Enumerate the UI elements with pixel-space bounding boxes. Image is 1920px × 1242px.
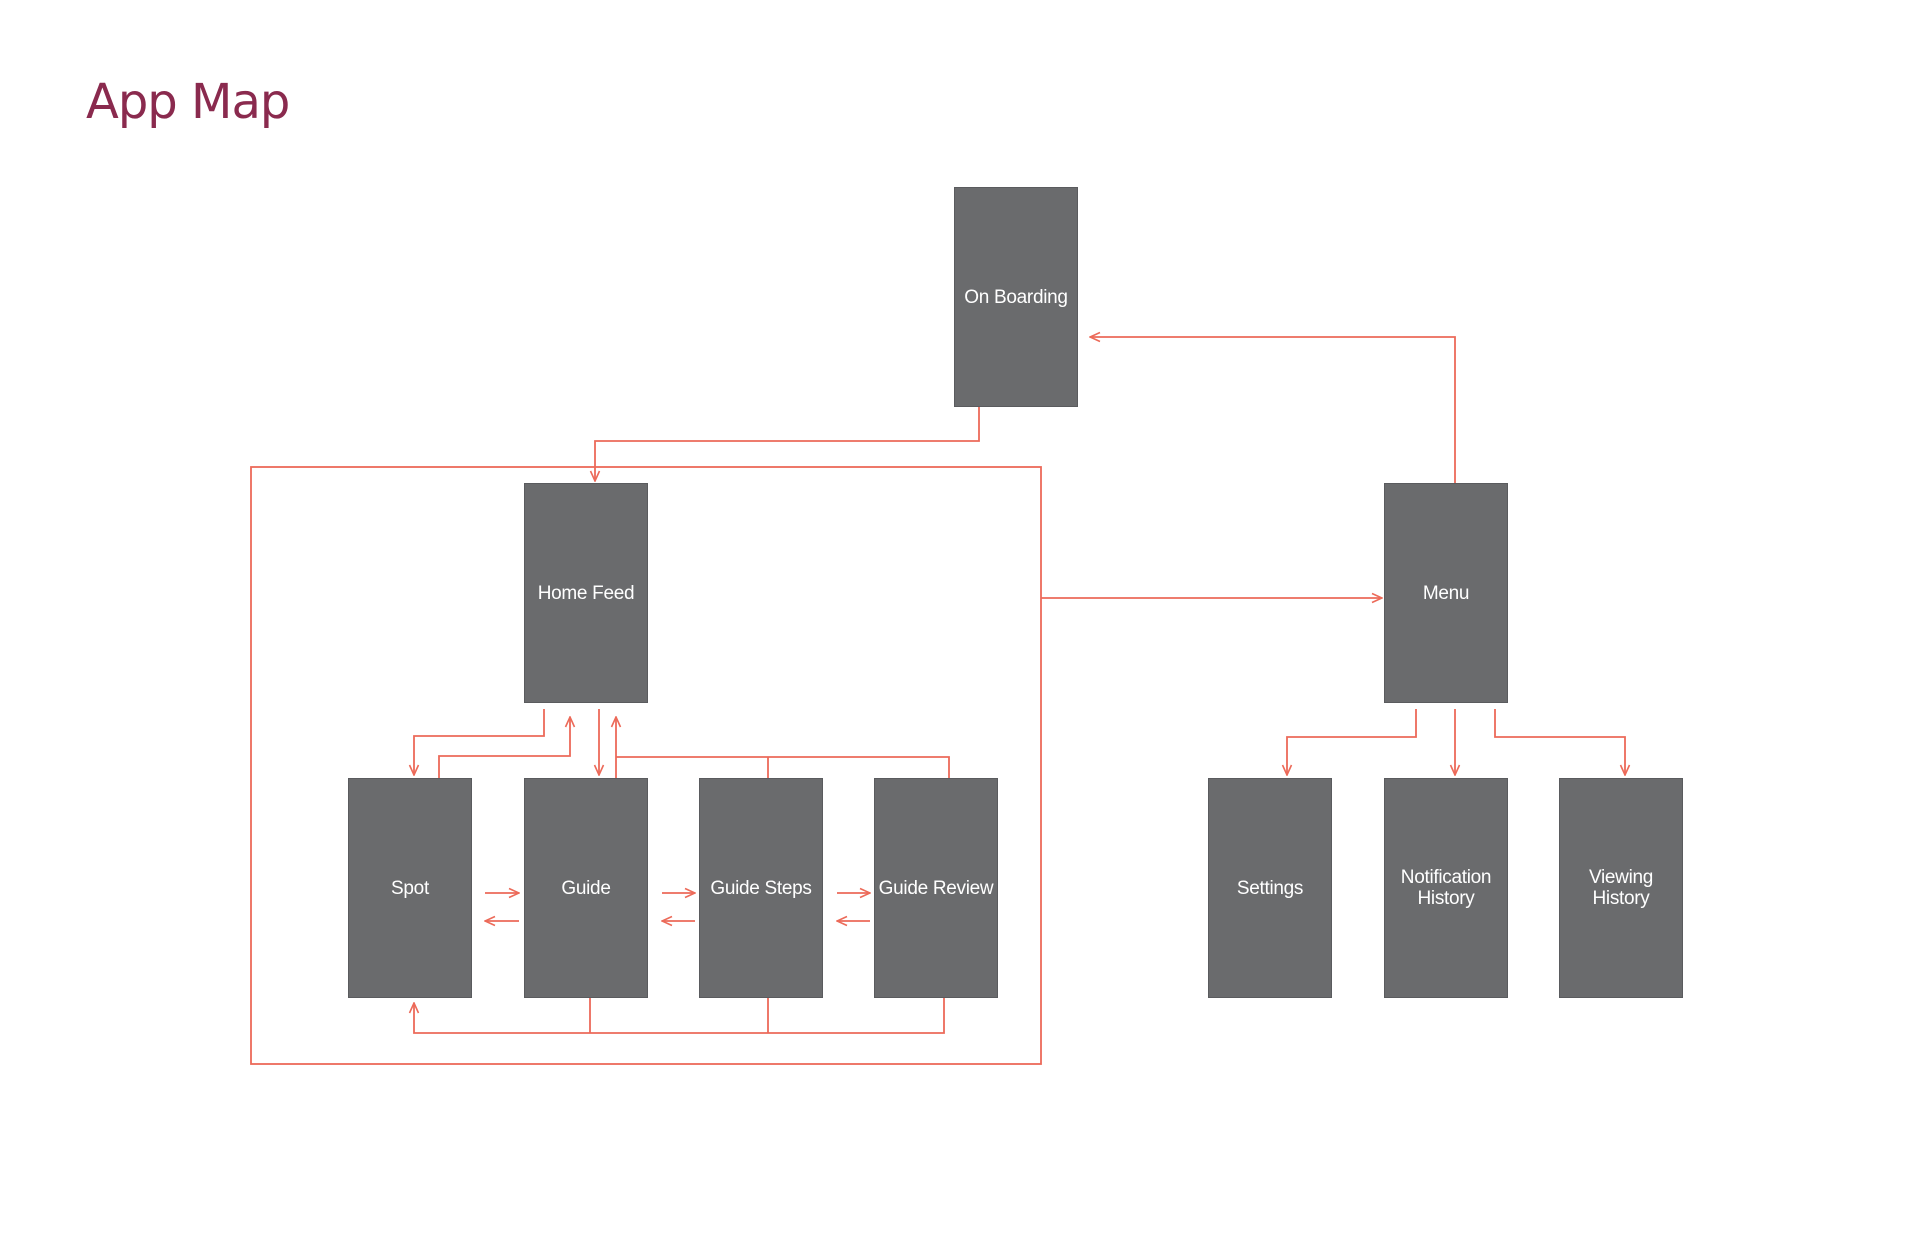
connector-onboarding-to-homefeed — [595, 407, 980, 481]
screen-label: Guide — [561, 877, 611, 899]
screen-home-feed: Home Feed — [524, 483, 648, 703]
connector-homefeed-to-spot — [414, 709, 545, 775]
connector-spot-to-homefeed — [438, 717, 570, 778]
main-app-group-border — [250, 466, 1042, 1065]
screen-label: On Boarding — [964, 286, 1068, 308]
screen-viewing-history: Viewing History — [1559, 778, 1683, 998]
connector-menu-to-settings — [1287, 709, 1417, 775]
screen-guide: Guide — [524, 778, 648, 998]
screen-label: Spot — [391, 877, 429, 899]
screen-spot: Spot — [348, 778, 472, 998]
connector-menu-to-viewing-history — [1494, 709, 1625, 775]
screen-settings: Settings — [1208, 778, 1332, 998]
page-title: App Map — [86, 74, 290, 130]
connector-menu-to-onboarding — [1090, 337, 1456, 483]
connector-bottom-bracket — [414, 998, 945, 1034]
screen-notification-history: Notification History — [1384, 778, 1508, 998]
screen-label: Menu — [1422, 582, 1470, 604]
screen-on-boarding: On Boarding — [954, 187, 1078, 407]
connector-guidereview-bracket — [616, 756, 950, 778]
screen-label: Viewing History — [1588, 867, 1654, 909]
screen-label: Guide Steps — [710, 877, 812, 899]
screen-label: Home Feed — [537, 582, 635, 604]
screen-label: Notification History — [1400, 867, 1492, 909]
screen-guide-review: Guide Review — [874, 778, 998, 998]
screen-label: Settings — [1236, 877, 1304, 899]
screen-guide-steps: Guide Steps — [699, 778, 823, 998]
screen-label: Guide Review — [878, 877, 994, 899]
screen-menu: Menu — [1384, 483, 1508, 703]
